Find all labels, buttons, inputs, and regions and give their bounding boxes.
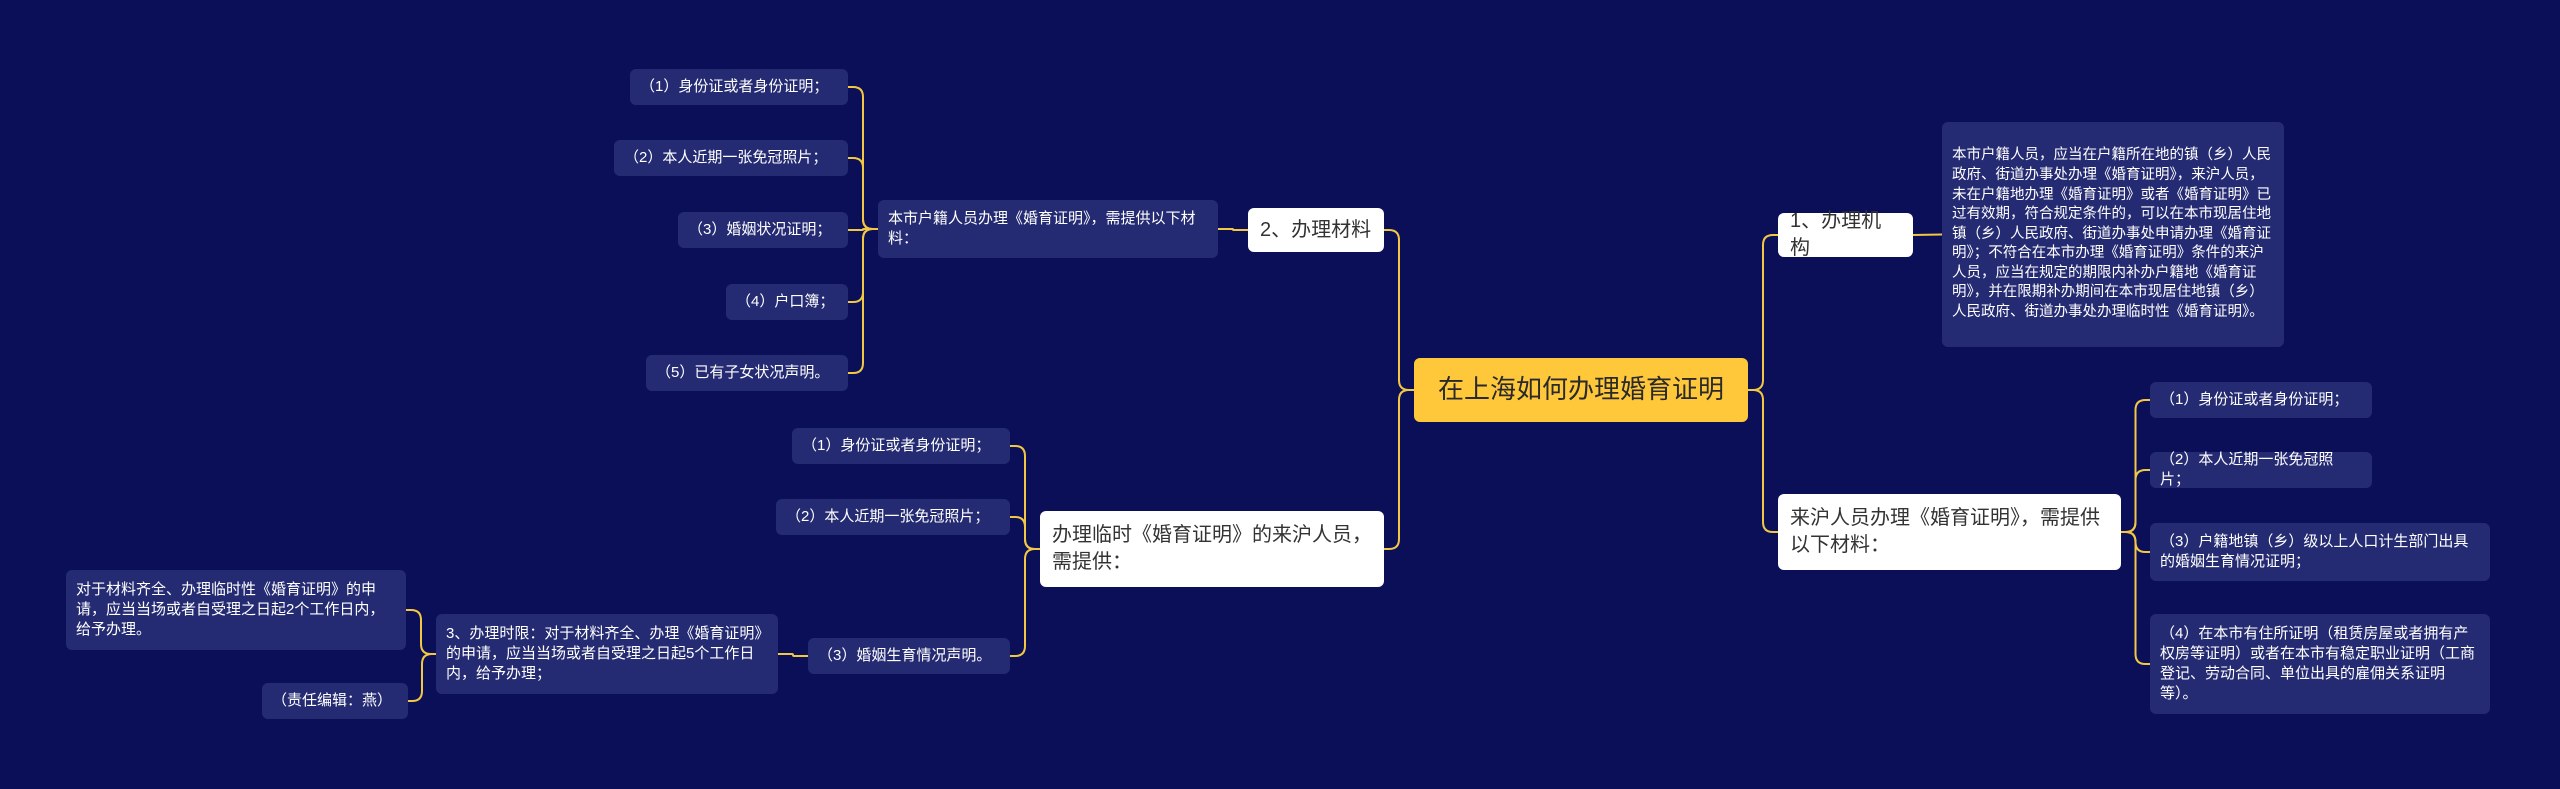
connector-r2i3 <box>2121 531 2150 665</box>
connector-l2i1 <box>1010 516 1040 550</box>
connector-r2 <box>1748 389 1778 533</box>
connector-l1i4 <box>848 228 878 374</box>
materials-item-5[interactable]: （5）已有子女状况声明。 <box>646 355 848 391</box>
materials-item-4[interactable]: （4）户口簿； <box>726 284 848 320</box>
connector-l2s <box>778 653 808 657</box>
topic-migrant-materials[interactable]: 来沪人员办理《婚育证明》，需提供以下材料： <box>1778 494 2121 570</box>
connector-l2 <box>1384 389 1414 550</box>
migrant-item-4[interactable]: （4）在本市有住所证明（租赁房屋或者拥有产权房等证明）或者在本市有稳定职业证明（… <box>2150 614 2490 714</box>
connector-r1 <box>1748 234 1778 391</box>
temporary-item-2[interactable]: （2）本人近期一张免冠照片； <box>776 499 1010 535</box>
migrant-item-3[interactable]: （3）户籍地镇（乡）级以上人口计生部门出具的婚姻生育情况证明； <box>2150 523 2490 581</box>
connector-l1m <box>1218 228 1248 231</box>
connector-l1i2 <box>848 228 878 231</box>
connector-r2i1 <box>2121 469 2150 533</box>
temporary-item-3[interactable]: （3）婚姻生育情况声明。 <box>808 638 1010 674</box>
connector-l2s1 <box>408 653 436 702</box>
temporary-item-1[interactable]: （1）身份证或者身份证明； <box>792 428 1010 464</box>
topic-handling-agency[interactable]: 1、办理机构 <box>1778 210 1913 259</box>
topic-temporary-certificate[interactable]: 办理临时《婚育证明》的来沪人员，需提供： <box>1040 511 1384 587</box>
connector-l1 <box>1384 229 1414 391</box>
processing-time-note[interactable]: 3、办理时限：对于材料齐全、办理《婚育证明》的申请，应当当场或者自受理之日起5个… <box>436 614 778 694</box>
editor-credit[interactable]: （责任编辑：燕） <box>262 683 408 719</box>
connector-l2i2 <box>1010 548 1040 657</box>
connector-r1d <box>1912 233 1943 236</box>
materials-item-1[interactable]: （1）身份证或者身份证明； <box>630 69 848 105</box>
migrant-item-2[interactable]: （2）本人近期一张免冠照片； <box>2150 451 2372 488</box>
root-topic[interactable]: 在上海如何办理婚育证明 <box>1414 358 1748 422</box>
materials-intro[interactable]: 本市户籍人员办理《婚育证明》，需提供以下材料： <box>878 200 1218 258</box>
connector-l1i1 <box>848 157 878 230</box>
agency-detail-note[interactable]: 本市户籍人员，应当在户籍所在地的镇（乡）人民政府、街道办事处办理《婚育证明》，来… <box>1942 122 2284 347</box>
connector-l2s0 <box>406 609 436 655</box>
materials-item-3[interactable]: （3）婚姻状况证明； <box>678 212 848 248</box>
migrant-item-1[interactable]: （1）身份证或者身份证明； <box>2150 382 2372 418</box>
materials-item-2[interactable]: （2）本人近期一张免冠照片； <box>614 140 848 176</box>
temporary-processing-time-note[interactable]: 对于材料齐全、办理临时性《婚育证明》的申请，应当当场或者自受理之日起2个工作日内… <box>66 570 406 650</box>
topic-materials[interactable]: 2、办理材料 <box>1248 208 1384 252</box>
